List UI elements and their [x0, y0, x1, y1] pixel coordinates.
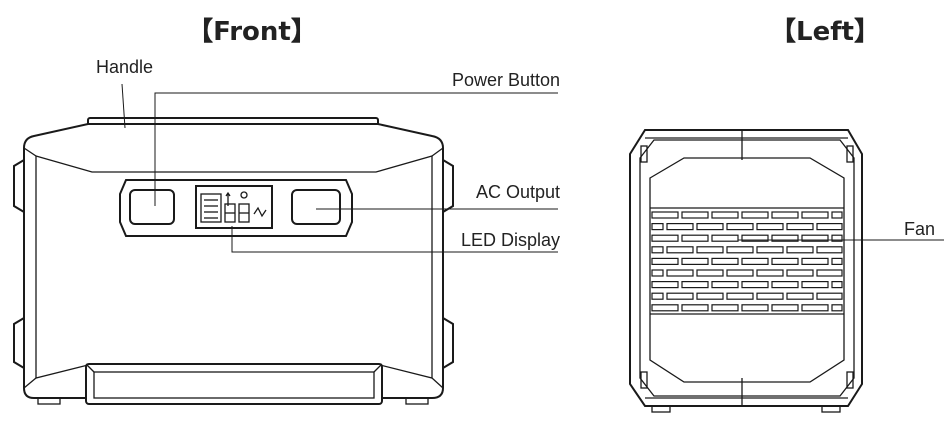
fan-slot — [651, 234, 679, 242]
front-foot-right — [405, 397, 429, 405]
fan-slot — [726, 246, 754, 254]
left-body — [629, 129, 863, 413]
fan-slot — [651, 281, 679, 289]
fan-slot — [756, 246, 784, 254]
fan-slot — [711, 281, 739, 289]
fan-slot — [666, 292, 694, 300]
power-button-label: Power Button — [452, 70, 560, 90]
fan-slot — [696, 269, 724, 277]
fan-slot — [816, 292, 843, 300]
front-body — [23, 123, 444, 399]
fan-slot — [726, 223, 754, 231]
fan-slot — [711, 257, 739, 265]
right-side-clip-top — [846, 145, 854, 163]
fan-slot — [801, 211, 829, 219]
left-view: 【Left】 Fan — [629, 17, 944, 413]
fan-slot — [651, 304, 679, 312]
fan-slot — [801, 257, 829, 265]
fan-slot — [771, 234, 799, 242]
fan-slot — [786, 292, 814, 300]
fan-slot — [681, 281, 709, 289]
led-display-label: LED Display — [461, 230, 560, 250]
fan-slot — [831, 211, 843, 219]
fan-slot — [651, 269, 664, 277]
fan-slot — [771, 281, 799, 289]
led-display-leader-line — [231, 226, 558, 253]
fan-slot — [681, 257, 709, 265]
front-foot-left — [37, 397, 61, 405]
handle-leader-line — [121, 83, 126, 129]
power-button — [129, 189, 175, 225]
fan-label: Fan — [904, 219, 935, 239]
front-base — [85, 363, 383, 405]
fan-slot — [756, 269, 784, 277]
ac-wave-icon — [253, 206, 267, 218]
fan-slot — [786, 246, 814, 254]
fan-slot — [681, 234, 709, 242]
fan-slot — [666, 246, 694, 254]
fan-slot — [801, 281, 829, 289]
fan-slot — [741, 234, 769, 242]
left-side-clip-bottom — [640, 371, 648, 389]
fan-slot — [681, 211, 709, 219]
fan-slot — [771, 304, 799, 312]
front-view: 【Front】 — [13, 17, 560, 405]
fan-slot — [726, 292, 754, 300]
fan-slot — [831, 281, 843, 289]
front-view-title: 【Front】 — [187, 17, 317, 47]
fan-slot — [816, 246, 843, 254]
fan-slot — [681, 304, 709, 312]
power-status-icon — [240, 191, 248, 199]
fan-slot — [696, 292, 724, 300]
ac-output-label: AC Output — [476, 182, 560, 202]
fan-slot — [801, 234, 829, 242]
fan-slot — [771, 257, 799, 265]
fan-slot — [696, 223, 724, 231]
fan-slot — [651, 292, 664, 300]
fan-slot — [711, 211, 739, 219]
left-side-clip-top — [640, 145, 648, 163]
left-foot-1 — [651, 405, 671, 413]
fan-slot — [816, 223, 843, 231]
fan-slot — [651, 223, 664, 231]
fan-slot — [831, 234, 843, 242]
fan-slot — [831, 304, 843, 312]
fan-slot — [726, 269, 754, 277]
fan-slot — [741, 281, 769, 289]
battery-level-icon — [200, 193, 222, 223]
fan-slot — [741, 211, 769, 219]
fan-slot — [741, 304, 769, 312]
fan-slot — [771, 211, 799, 219]
fan-slot — [666, 269, 694, 277]
fan-slot — [816, 269, 843, 277]
fan-slot — [741, 257, 769, 265]
fan-slot — [711, 304, 739, 312]
fan-slot — [786, 223, 814, 231]
power-button-leader-line — [154, 92, 558, 206]
fan-slot — [651, 211, 679, 219]
fan-slot — [651, 257, 679, 265]
fan-slot — [651, 246, 664, 254]
fan-slot — [831, 257, 843, 265]
fan-grille — [651, 211, 843, 312]
handle-label: Handle — [96, 57, 153, 77]
ac-output-socket — [291, 189, 341, 225]
fan-slot — [711, 234, 739, 242]
fan-slot — [801, 304, 829, 312]
led-display — [195, 185, 273, 229]
fan-slot — [666, 223, 694, 231]
left-foot-2 — [821, 405, 841, 413]
fan-slot — [756, 292, 784, 300]
fan-slot — [696, 246, 724, 254]
front-side-feet — [13, 159, 454, 369]
fan-slot — [756, 223, 784, 231]
right-side-clip-bottom — [846, 371, 854, 389]
left-view-title: 【Left】 — [770, 17, 880, 47]
fan-slot — [786, 269, 814, 277]
